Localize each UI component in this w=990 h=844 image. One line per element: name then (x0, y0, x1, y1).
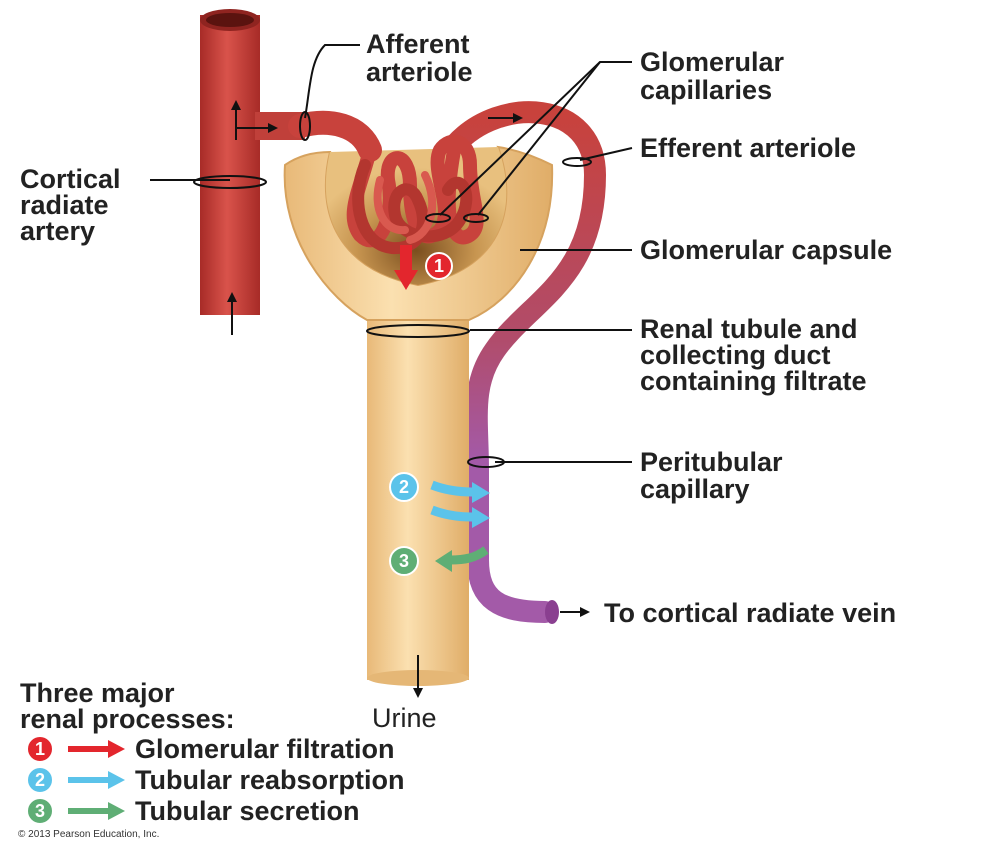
legend-item-secretion: 3 Tubular secretion (27, 796, 360, 826)
label-afferent-1: Afferent (366, 29, 470, 59)
label-efferent-arteriole: Efferent arteriole (640, 133, 856, 163)
svg-text:1: 1 (434, 256, 444, 276)
svg-text:3: 3 (399, 551, 409, 571)
label-peritubular-1: Peritubular (640, 447, 783, 477)
label-glomerular-capsule: Glomerular capsule (640, 235, 892, 265)
label-to-vein: To cortical radiate vein (604, 598, 896, 628)
legend-label-3: Tubular secretion (135, 796, 360, 826)
label-glomerular-capillaries-1: Glomerular (640, 47, 785, 77)
label-peritubular-2: capillary (640, 474, 750, 504)
label-glomerular-capillaries-2: capillaries (640, 75, 772, 105)
legend-item-filtration: 1 Glomerular filtration (27, 734, 395, 764)
legend-num-3: 3 (35, 801, 45, 821)
label-afferent-2: arteriole (366, 57, 473, 87)
label-urine: Urine (372, 703, 437, 733)
svg-text:2: 2 (399, 477, 409, 497)
legend-num-2: 2 (35, 770, 45, 790)
legend-label-1: Glomerular filtration (135, 734, 395, 764)
copyright: © 2013 Pearson Education, Inc. (18, 829, 159, 840)
legend: Three major renal processes: 1 Glomerula… (20, 678, 405, 826)
legend-label-2: Tubular reabsorption (135, 765, 405, 795)
legend-title-2: renal processes: (20, 704, 235, 734)
legend-item-reabsorption: 2 Tubular reabsorption (27, 765, 405, 795)
label-cortical-3: artery (20, 216, 95, 246)
legend-num-1: 1 (35, 739, 45, 759)
label-renal-tubule-3: containing filtrate (640, 366, 867, 396)
